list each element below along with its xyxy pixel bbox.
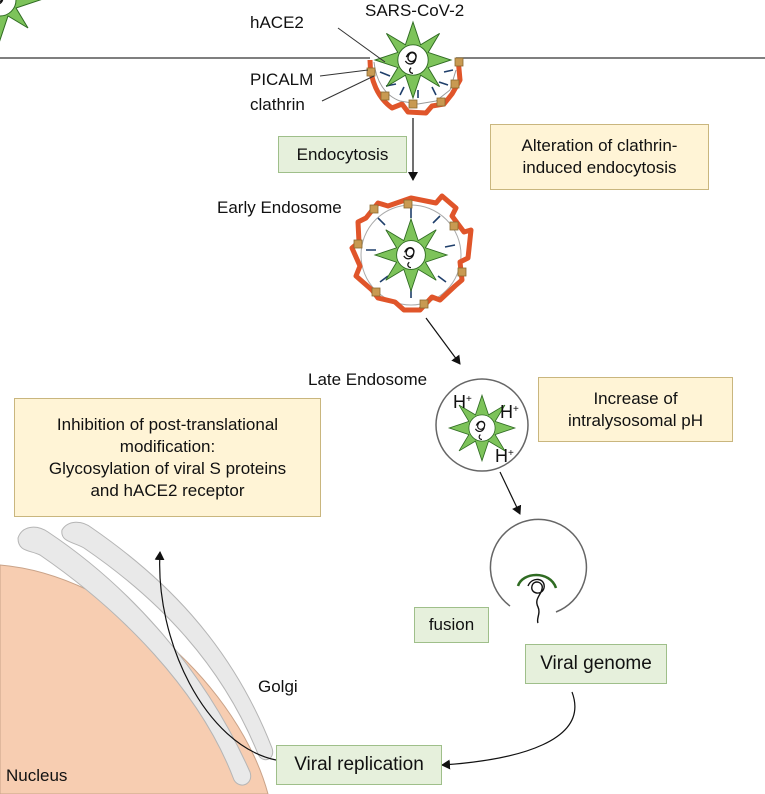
nucleus-label: Nucleus (6, 766, 68, 785)
alteration-endocytosis-box: Alteration of clathrin-induced endocytos… (490, 124, 709, 190)
hace2-label: hACE2 (250, 13, 304, 32)
arrow-to-fusion (499, 471, 522, 515)
sars-cov-2-virion-at-membrane (0, 0, 42, 42)
fusion-box: fusion (414, 607, 489, 643)
clathrin-label: clathrin (250, 95, 305, 114)
sars-cov-2-label: SARS-CoV-2 (365, 1, 465, 20)
clathrin-leader (321, 75, 375, 102)
early-endosome (349, 193, 474, 313)
proton-label-1: H+ (453, 392, 472, 412)
nucleus-shape (0, 564, 269, 794)
proton-label-2: H+ (500, 402, 519, 422)
picalm-leader (319, 69, 369, 77)
hace2-leader (337, 27, 386, 63)
fused-viral-membrane (516, 573, 558, 589)
arrow-replication-to-golgi (154, 551, 277, 761)
viral-genome-box: Viral genome (525, 644, 667, 684)
released-viral-genome (527, 578, 545, 624)
viral-replication-box: Viral replication (276, 745, 442, 785)
golgi-label: Golgi (258, 677, 298, 696)
arrow-to-late-endosome (425, 317, 461, 365)
golgi-cisterna-1 (17, 526, 252, 786)
late-endosome-label: Late Endosome (308, 370, 428, 389)
endocytosis-box: Endocytosis (278, 136, 407, 173)
picalm-label: PICALM (250, 70, 314, 89)
fusion-vesicle (489, 518, 588, 613)
proton-label-3: H+ (495, 446, 514, 466)
clathrin-coated-pit (366, 57, 464, 116)
arrow-genome-to-replication (441, 691, 576, 770)
early-endosome-label: Early Endosome (217, 198, 342, 217)
